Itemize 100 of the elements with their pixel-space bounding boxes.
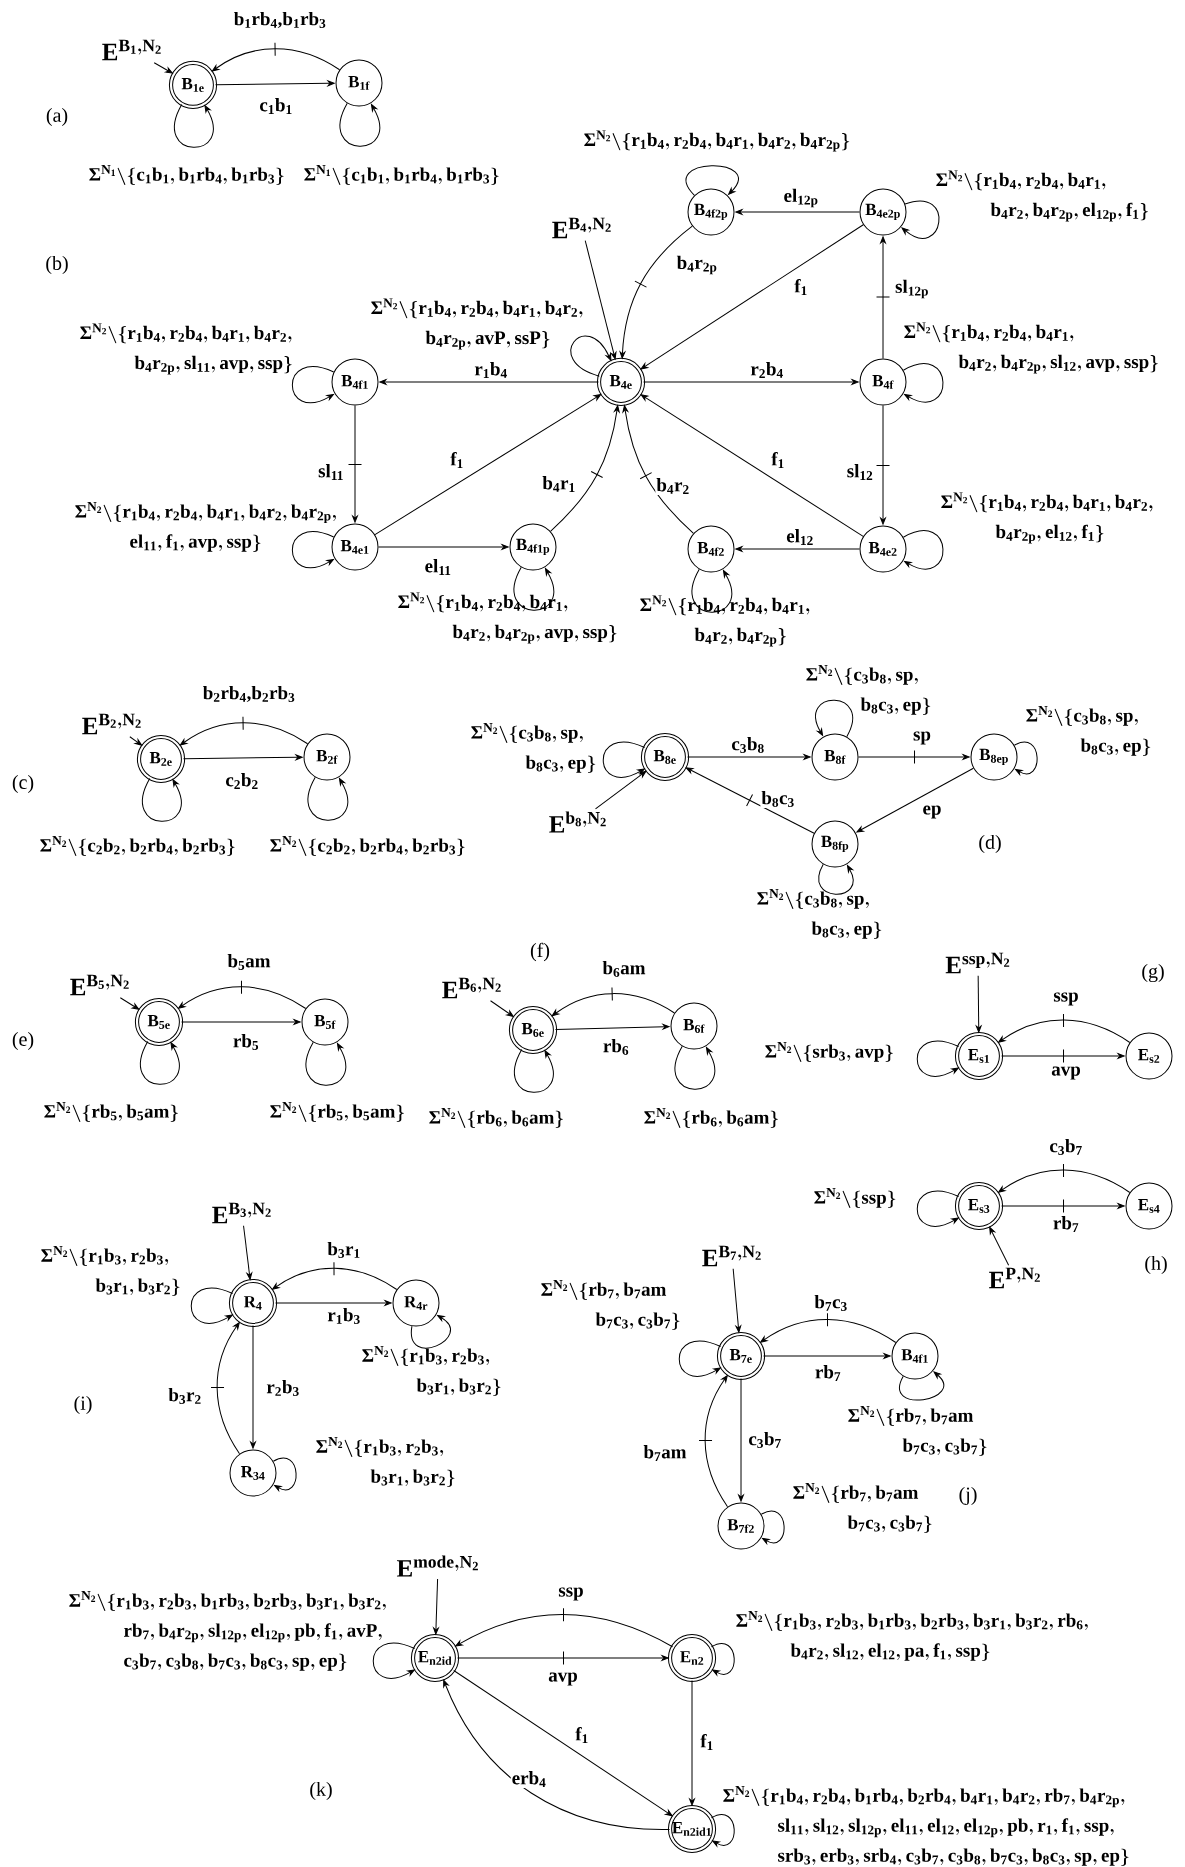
self-loop-arrow — [916, 1040, 960, 1077]
edge-label: $\Sigma^{N_2}\backslash\{c_3b_8,sp,\allowbreak b_8c_3,ep\}$ — [806, 665, 931, 715]
edge-label: b$_{1}$rb$_{4}$,b$_{1}$rb$_{3}$ — [232, 10, 328, 30]
self-loop-arrow — [291, 366, 335, 404]
self-loop-arrow — [570, 335, 612, 377]
edge-label: c$_{1}$b$_{1}$ — [258, 97, 294, 115]
arrow — [735, 209, 860, 215]
edge-label: $\Sigma^{N_2}\backslash\{c_2b_2,b_2rb_4,b_2rb_3\}$ — [38, 835, 237, 857]
arrow — [153, 62, 173, 74]
edge-label: c$_{2}$b$_{2}$ — [224, 772, 260, 790]
arrow — [243, 1225, 253, 1280]
panel-label: (k) — [310, 1781, 332, 1801]
edge-label: b$_{6}$am — [601, 960, 647, 978]
edge-label: $\Sigma^{N_2}\backslash\{r_1b_3,r_2b_3,\allowbreak b_3r_1,b_3r_2\}$ — [362, 1346, 501, 1396]
arrow — [998, 1163, 1131, 1193]
edge-label: b$_{7}$c$_{3}$ — [813, 1294, 849, 1312]
edge-label: b$_{8}$c$_{3}$ — [760, 790, 796, 808]
edge-label: avp — [1050, 1065, 1082, 1081]
arrow — [584, 240, 617, 360]
edge-label: $\Sigma^{N_2}\backslash\{c_3b_8,sp,\allowbreak b_8c_3,ep\}$ — [757, 889, 882, 939]
arrow — [640, 224, 864, 370]
arrow — [619, 225, 693, 359]
panel-label: (f) — [530, 942, 550, 962]
edge-label: $\Sigma^{N_1}\backslash\{c_1b_1,b_1rb_4,b_1rb_3\}$ — [87, 164, 286, 186]
initial-state-label: $E^{mode,N_2}$ — [396, 1555, 478, 1577]
panel-label: (c) — [12, 774, 34, 794]
edge-label: sl$_{12p}$ — [894, 278, 930, 300]
edge-label: f$_{1}$ — [770, 450, 786, 469]
self-loop-arrow — [411, 1314, 451, 1349]
edge-label: $\Sigma^{N_2}\backslash\{rb_7,b_7am\allowbreak b_7c_3,c_3b_7\}$ — [793, 1483, 932, 1533]
initial-state-label: $E^{B_2,N_2}$ — [82, 713, 141, 735]
self-loop-arrow — [372, 1642, 416, 1679]
panel-label: (i) — [74, 1395, 92, 1415]
arrow — [760, 1312, 897, 1343]
arrow — [457, 1651, 669, 1665]
self-loop-arrow — [901, 200, 940, 239]
arrow — [550, 405, 620, 532]
arrow — [1001, 1049, 1125, 1063]
edge-label: $\Sigma^{N_2}\backslash\{r_1b_4,r_2b_4,b_1rb_4,b_2rb_4,b_4r_1,b_4r_2,rb_7,b_4r_{2p},\allowbreak sl_{11},sl_{12},sl_{12p},el_{11},el_{12},el_{12p},pb,r_1,f_1,ssp,\allowbreak srb_3,erb_3,srb_4,c_3b_7,c_3b_8,b_7c_3,b_8c_3,sp,ep\}$ — [723, 1786, 1129, 1866]
self-loop-arrow — [305, 1041, 347, 1086]
edge-label: $\Sigma^{N_1}\backslash\{c_1b_1,b_1rb_4,b_1rb_3\}$ — [302, 164, 501, 186]
edge-label: b$_{4}$r$_{2p}$ — [675, 254, 719, 276]
arrow — [179, 716, 309, 746]
arrow — [555, 1023, 670, 1030]
edge-label: $\Sigma^{N_2}\backslash\{r_1b_3,r_2b_3,b_1rb_3,b_2rb_3,b_3r_1,b_3r_2,\allowbreak rb_7,b_4r_{2p},sl_{12p},el_{12p},pb,f_1,avP,\allowbreak c_3b_7,c_3b_8,b_7c_3,b_8c_3,sp,ep\}$ — [69, 1591, 386, 1671]
self-loop-arrow — [691, 568, 733, 613]
arrow — [698, 1375, 729, 1508]
edge-label: $\Sigma^{N_2}\backslash\{ssp\}$ — [812, 1187, 898, 1209]
panel-label: (b) — [46, 255, 68, 275]
edge-label: r$_{1}$b$_{4}$ — [473, 361, 509, 379]
arrow — [622, 405, 694, 534]
edge-label: $\Sigma^{N_2}\backslash\{r_1b_3,r_2b_3,\allowbreak b_3r_1,b_3r_2\}$ — [41, 1246, 180, 1296]
edge-label: erb$_{4}$ — [510, 1770, 548, 1788]
initial-state-label: $E^{B_6,N_2}$ — [442, 977, 501, 999]
arrow — [183, 754, 303, 761]
self-loop-arrow — [139, 1040, 180, 1085]
edge-label: r$_{1}$b$_{3}$ — [326, 1307, 362, 1325]
edge-label: f$_{1}$ — [449, 450, 465, 469]
edge-label: r$_{2}$b$_{3}$ — [265, 1379, 301, 1397]
edge-label: el$_{12p}$ — [782, 187, 820, 209]
arrow — [453, 1669, 673, 1817]
arrow — [856, 767, 974, 833]
arrow — [129, 736, 143, 746]
self-loop-arrow — [339, 102, 381, 147]
self-loop-arrow — [141, 777, 182, 822]
panel-label: (e) — [12, 1031, 34, 1051]
edge-label: $\Sigma^{N_2}\backslash\{r_1b_4,r_2b_4,b_4r_1,\allowbreak b_4r_2,b_4r_{2p},el_{12p},f_1\}$ — [936, 170, 1148, 222]
panel-label: (g) — [1142, 963, 1164, 983]
arrow — [998, 1013, 1131, 1043]
self-loop-arrow — [173, 103, 214, 148]
edge-label: b$_{4}$r$_{1}$ — [541, 475, 577, 493]
initial-state-label: $E^{B_1,N_2}$ — [102, 39, 161, 61]
edge-label: $\Sigma^{N_2}\backslash\{r_1b_3,r_2b_3,\allowbreak b_3r_1,b_3r_2\}$ — [316, 1437, 455, 1487]
arrow — [732, 1268, 742, 1333]
self-loop-arrow — [272, 1457, 297, 1491]
initial-state-label: $E^{B_7,N_2}$ — [702, 1245, 761, 1267]
edge-label: $\Sigma^{N_2}\backslash\{r_1b_4,r_2b_4,b_4r_1,\allowbreak b_4r_2,b_4r_{2p}\}$ — [640, 595, 810, 647]
arrow — [858, 750, 970, 764]
edge-label: $\Sigma^{N_2}\backslash\{r_1b_4,r_2b_4,b_4r_1,b_4r_2,\allowbreak b_4r_{2p},sl_{11},avp,ssp\}$ — [80, 323, 292, 375]
arrow — [1001, 1199, 1125, 1213]
self-loop-arrow — [902, 363, 944, 403]
arrow — [763, 1353, 891, 1359]
arrow — [374, 394, 602, 536]
edge-label: ssp — [1052, 991, 1080, 1007]
arrow — [689, 1680, 695, 1806]
self-loop-arrow — [711, 1643, 735, 1676]
arrow — [595, 770, 647, 810]
panel-label: (d) — [979, 834, 1001, 854]
self-loop-arrow — [513, 566, 555, 611]
edge-label: $\Sigma^{N_2}\backslash\{c_3b_8,sp,\allowbreak b_8c_3,ep\}$ — [471, 723, 596, 773]
edge-label: sl$_{12}$ — [845, 463, 875, 481]
edge-label: b$_{2}$rb$_{4}$,b$_{2}$rb$_{3}$ — [201, 684, 297, 704]
edge-label: $\Sigma^{N_2}\backslash\{rb_6,b_6am\}$ — [642, 1107, 781, 1129]
arrow — [975, 975, 982, 1033]
edge-label: r$_{2}$b$_{4}$ — [749, 361, 785, 379]
edge-label: f$_{1}$ — [699, 1733, 715, 1751]
edge-label: rb$_{7}$ — [1051, 1215, 1081, 1233]
edge-label: $\Sigma^{N_2}\backslash\{r_1b_4,r_2b_4,b_4r_1,\allowbreak b_4r_2,b_4r_{2p},sl_{12},avp,ssp\}$ — [904, 322, 1158, 374]
edge-label: rb$_{6}$ — [601, 1038, 631, 1056]
edge-label: sl$_{11}$ — [317, 463, 345, 481]
